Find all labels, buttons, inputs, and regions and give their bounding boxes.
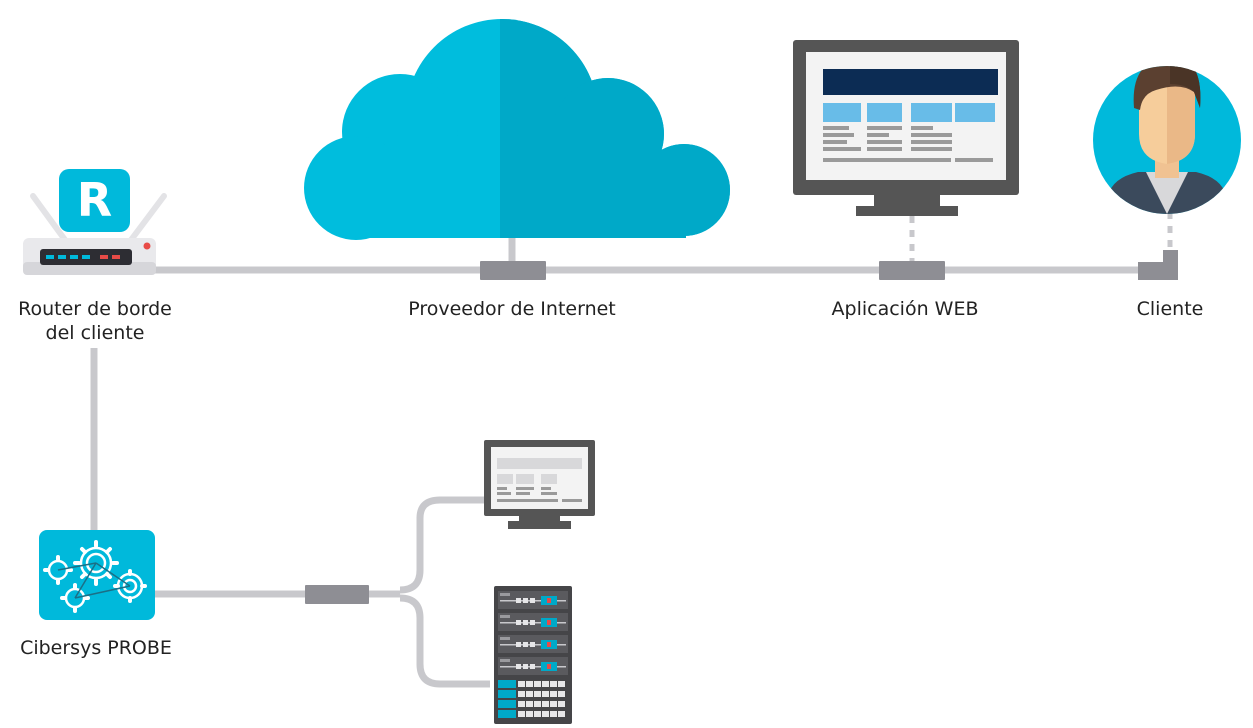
connector-probe-tap (305, 585, 369, 604)
web-text-lines (823, 126, 993, 162)
client-label: Cliente (1136, 298, 1204, 320)
web-blocks (823, 103, 995, 122)
router-label-line1: Router de borde (18, 298, 172, 320)
router-icon: R (23, 169, 167, 275)
connector-isp (480, 261, 546, 280)
svg-text:R: R (77, 173, 112, 227)
storage-slot (498, 690, 516, 698)
connector-webapp (879, 261, 945, 280)
dashed-links (909, 212, 1173, 262)
cloud-icon (304, 19, 730, 240)
webapp-label: Aplicación WEB (831, 298, 979, 320)
link-to-workstation (399, 496, 485, 594)
probe-label: Cibersys PROBE (20, 637, 172, 659)
person-avatar-icon (1093, 66, 1241, 214)
connector-client (1138, 250, 1178, 280)
web-header-bar (823, 69, 998, 95)
connection-lines (90, 230, 1142, 688)
storage-slot (498, 680, 516, 688)
storage-slot (498, 710, 516, 718)
gears-icon (39, 530, 155, 620)
monitor-icon (793, 40, 1019, 216)
router-label: Router de borde del cliente (0, 297, 190, 345)
link-to-server (399, 594, 490, 688)
connectors (305, 250, 1178, 604)
router-logo-badge (59, 169, 130, 232)
workstation-monitor-icon (484, 440, 595, 529)
server-rack-icon (494, 586, 572, 724)
isp-label: Proveedor de Internet (408, 298, 616, 320)
router-label-line2: del cliente (45, 322, 145, 344)
storage-slot (498, 700, 516, 708)
